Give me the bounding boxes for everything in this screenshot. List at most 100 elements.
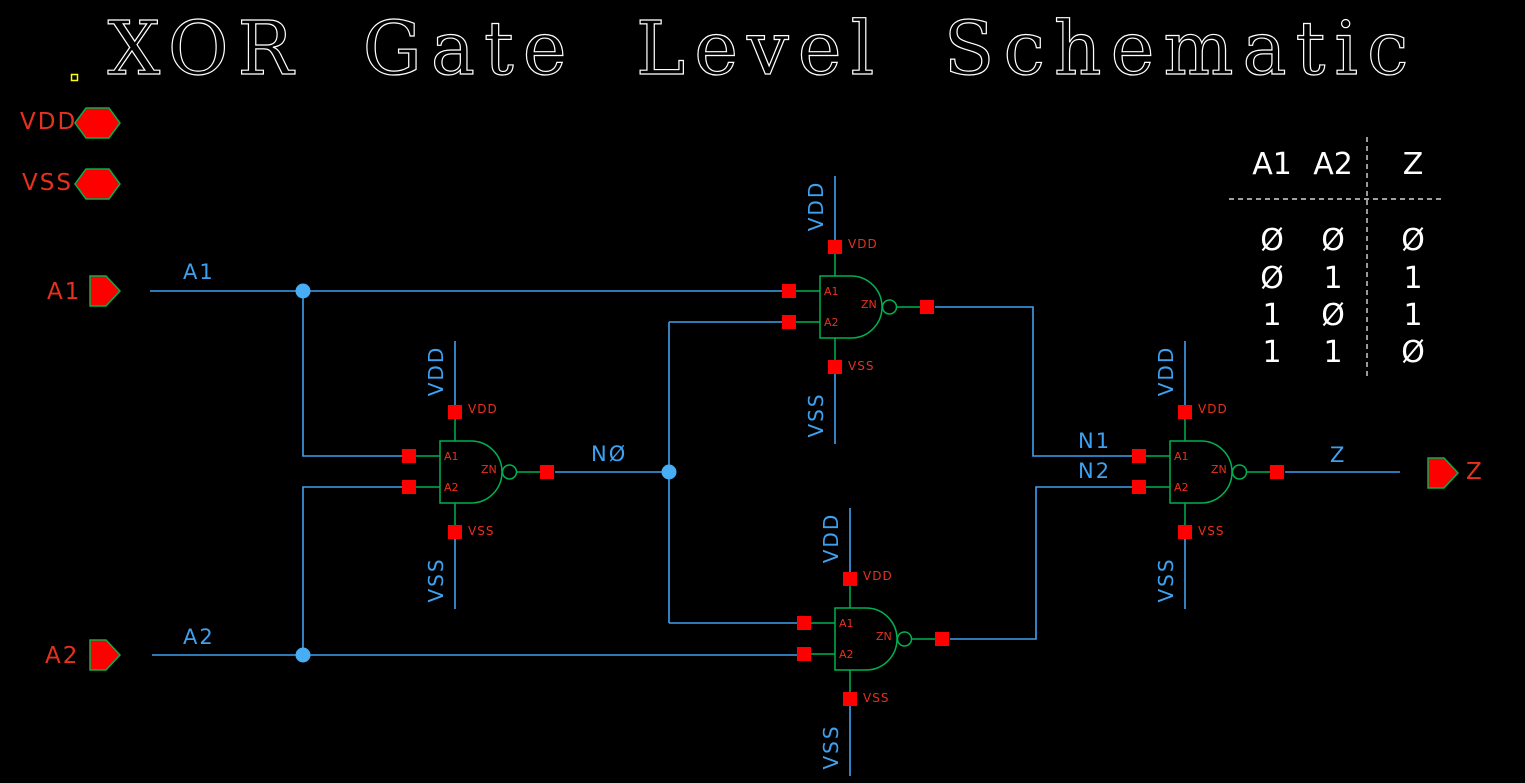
truth-table-row: 1 1 Ø [1229,337,1443,369]
origin-marker [70,73,79,82]
net-label-a1[interactable]: A1 [183,260,215,284]
cell-z: Ø [1401,223,1425,258]
cell-a2: 1 [1323,261,1343,296]
invert-bubble [1231,464,1248,480]
truth-table-header-row: A1 A2 Z [1229,149,1443,181]
gate-pin-stubs [811,586,935,692]
invert-bubble [881,299,898,315]
vdd-rail-label[interactable]: VDD [819,512,843,564]
cell-a1: 1 [1262,335,1282,370]
pin-a2-square[interactable] [402,480,416,494]
pin-vss-square[interactable] [843,692,857,706]
vss-rail-label[interactable]: VSS [424,557,448,603]
pin-a2-square[interactable] [797,647,811,661]
net-label-a2[interactable]: A2 [183,625,215,649]
nand-gate-middle[interactable] [402,341,554,609]
net-label-n2[interactable]: N2 [1078,459,1112,483]
vss-supply-pin[interactable] [74,168,121,200]
wire-net-n1[interactable] [935,306,1132,457]
pin-vdd-square[interactable] [1178,405,1192,419]
vss-pin-label: VSS [22,170,73,196]
input-pin-a2[interactable] [89,639,122,671]
z-pin-label: Z [1466,459,1484,485]
junction-dot-a2[interactable] [295,647,311,663]
gate-term-vss: VSS [848,359,875,373]
nand-gate-bottom[interactable] [797,508,949,776]
wire-net-a1[interactable] [150,290,782,457]
pin-zn-square[interactable] [935,632,949,646]
gate-term-a2: A2 [1174,481,1189,494]
col-header-z: Z [1402,147,1424,182]
cell-a1: 1 [1262,298,1282,333]
gate-term-zn: ZN [1211,463,1227,476]
wire-net-n2[interactable] [950,486,1132,640]
wire-net-a2[interactable] [152,486,797,656]
cell-a1: Ø [1260,261,1284,296]
junction-dot-a1[interactable] [295,283,311,299]
net-label-n0[interactable]: NØ [591,442,628,466]
col-header-a1: A1 [1252,147,1292,182]
gate-term-a2: A2 [444,481,459,494]
vss-rail-label[interactable]: VSS [804,392,828,438]
pin-vdd-square[interactable] [448,405,462,419]
pin-vss-square[interactable] [1178,525,1192,539]
pin-a1-square[interactable] [1132,449,1146,463]
gate-term-a2: A2 [824,316,839,329]
gate-term-a1: A1 [824,285,839,298]
nand-gate-output[interactable] [1132,341,1284,609]
input-pin-a1[interactable] [89,275,122,307]
output-pin-z[interactable] [1427,457,1460,489]
pin-zn-square[interactable] [920,300,934,314]
a2-pin-label: A2 [45,643,80,669]
pin-zn-square[interactable] [1270,465,1284,479]
net-label-z[interactable]: Z [1330,443,1347,467]
nand-gate-top[interactable] [782,176,934,444]
pin-a2-square[interactable] [1132,480,1146,494]
gate-term-zn: ZN [481,463,497,476]
truth-table-row: Ø Ø Ø [1229,225,1443,257]
page-title: XOR Gate Level Schematic [107,6,1418,92]
gate-term-vdd: VDD [848,237,878,251]
pin-vss-square[interactable] [828,360,842,374]
gate-pin-stubs [796,254,920,360]
nand-body[interactable] [1169,440,1233,504]
gate-term-a1: A1 [444,450,459,463]
invert-bubble [896,631,913,647]
truth-table-row: 1 Ø 1 [1229,300,1443,332]
pin-vdd-square[interactable] [843,572,857,586]
vdd-rail-label[interactable]: VDD [424,345,448,397]
gate-pin-stubs [1146,419,1270,525]
pin-vss-square[interactable] [448,525,462,539]
cell-z: 1 [1403,261,1423,296]
truth-table-row: Ø 1 1 [1229,263,1443,295]
pin-vdd-square[interactable] [828,240,842,254]
gate-term-vdd: VDD [863,569,893,583]
gate-term-a2: A2 [839,648,854,661]
nand-body[interactable] [439,440,503,504]
pin-a1-square[interactable] [797,616,811,630]
pin-a1-square[interactable] [782,284,796,298]
invert-bubble [501,464,518,480]
nand-body[interactable] [819,275,883,339]
junction-dot-n0[interactable] [661,464,677,480]
gate-term-vss: VSS [863,691,890,705]
vdd-supply-pin[interactable] [74,107,121,139]
gate-term-vdd: VDD [1198,402,1228,416]
cell-a2: Ø [1321,298,1345,333]
gate-term-vss: VSS [1198,524,1225,538]
cell-a1: Ø [1260,223,1284,258]
vss-rail-label[interactable]: VSS [819,724,843,770]
cell-z: 1 [1403,298,1423,333]
pin-a2-square[interactable] [782,315,796,329]
gate-pin-stubs [416,419,540,525]
vdd-rail-label[interactable]: VDD [804,180,828,232]
gate-term-vdd: VDD [468,402,498,416]
col-header-a2: A2 [1313,147,1353,182]
pin-zn-square[interactable] [540,465,554,479]
vss-rail-label[interactable]: VSS [1154,557,1178,603]
nand-body[interactable] [834,607,898,671]
vdd-rail-label[interactable]: VDD [1154,345,1178,397]
net-label-n1[interactable]: N1 [1078,429,1112,453]
pin-a1-square[interactable] [402,449,416,463]
